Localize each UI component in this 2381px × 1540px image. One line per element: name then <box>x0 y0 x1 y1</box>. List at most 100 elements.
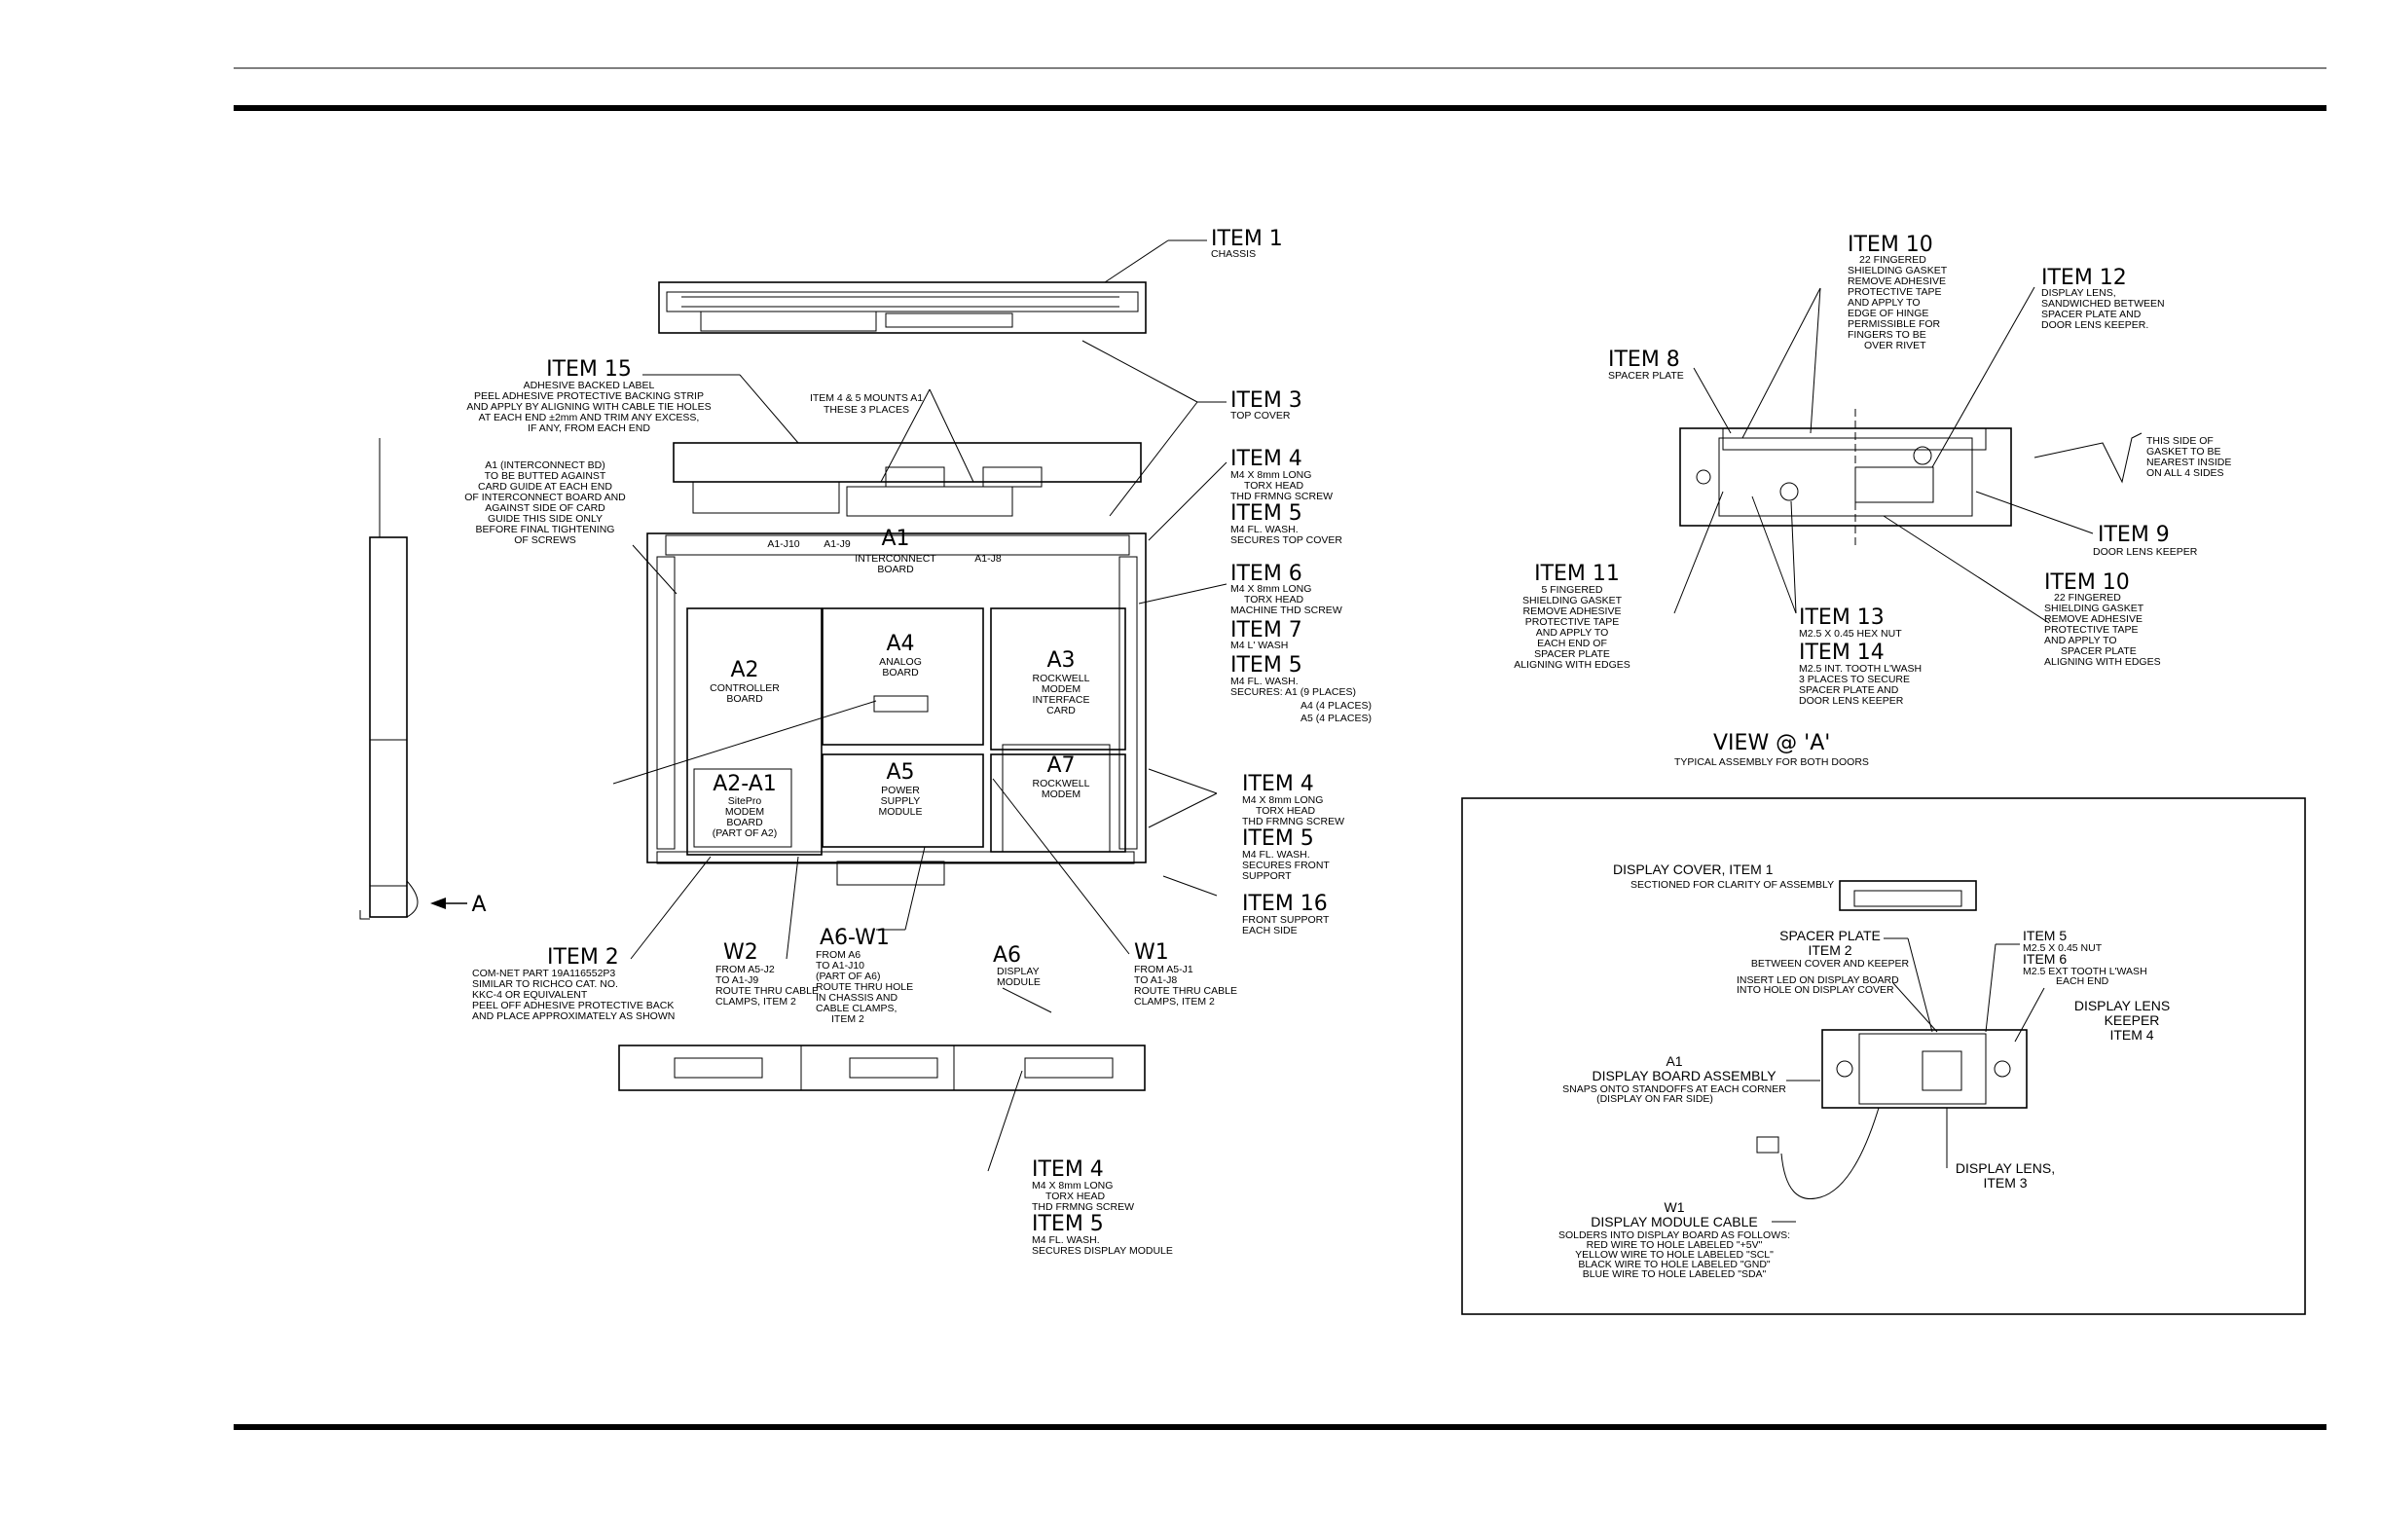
svg-text:BOARD: BOARD <box>726 817 763 828</box>
svg-text:SPACER PLATE AND: SPACER PLATE AND <box>2041 309 2142 320</box>
svg-text:IN CHASSIS AND: IN CHASSIS AND <box>816 992 897 1004</box>
svg-text:SECURES DISPLAY MODULE: SECURES DISPLAY MODULE <box>1032 1245 1173 1257</box>
svg-text:M4 X 8mm LONG: M4 X 8mm LONG <box>1032 1180 1113 1192</box>
svg-text:A7: A7 <box>1046 753 1075 778</box>
svg-text:CARD: CARD <box>1046 705 1076 716</box>
svg-text:TO A1-J9: TO A1-J9 <box>715 974 758 986</box>
inset-label-item5-6: ITEM 5 M2.5 X 0.45 NUT ITEM 6 M2.5 EXT T… <box>2023 928 2147 987</box>
svg-text:THD FRMNG SCREW: THD FRMNG SCREW <box>1242 816 1344 827</box>
side-view <box>359 438 467 920</box>
svg-text:ITEM 7: ITEM 7 <box>1230 618 1302 642</box>
label-item6-7-5: ITEM 6 M4 X 8mm LONG TORX HEAD MACHINE T… <box>1230 562 1372 724</box>
svg-text:ITEM 12: ITEM 12 <box>2041 266 2127 290</box>
svg-text:(PART OF A6): (PART OF A6) <box>816 971 881 982</box>
svg-text:SIMILAR TO RICHCO CAT. NO.: SIMILAR TO RICHCO CAT. NO. <box>472 978 618 990</box>
svg-text:ITEM 4: ITEM 4 <box>1032 1157 1104 1182</box>
svg-text:ITEM 2: ITEM 2 <box>1808 942 1851 958</box>
svg-text:M4 FL. WASH.: M4 FL. WASH. <box>1230 676 1299 687</box>
inset-leader-lines <box>1772 937 2045 1223</box>
svg-text:KEEPER: KEEPER <box>2105 1012 2160 1028</box>
svg-text:INSERT LED ON DISPLAY BOARD: INSERT LED ON DISPLAY BOARD <box>1737 974 1899 986</box>
svg-text:TYPICAL ASSEMBLY FOR BOTH DOOR: TYPICAL ASSEMBLY FOR BOTH DOORS <box>1674 756 1869 768</box>
svg-text:DISPLAY COVER, ITEM 1: DISPLAY COVER, ITEM 1 <box>1613 862 1774 877</box>
label-item3: ITEM 3 TOP COVER <box>1230 388 1302 422</box>
svg-text:RED WIRE TO HOLE LABELED "+5V": RED WIRE TO HOLE LABELED "+5V" <box>1587 1239 1763 1251</box>
inset-label-cover: DISPLAY COVER, ITEM 1 SECTIONED FOR CLAR… <box>1613 862 1834 891</box>
svg-text:THIS SIDE OF: THIS SIDE OF <box>2146 435 2214 447</box>
svg-text:ITEM 2: ITEM 2 <box>831 1013 864 1025</box>
svg-text:PROTECTIVE TAPE: PROTECTIVE TAPE <box>1525 616 1619 628</box>
svg-text:A1: A1 <box>881 527 909 551</box>
label-item4a: ITEM 4 M4 X 8mm LONG TORX HEAD THD FRMNG… <box>1230 447 1342 546</box>
svg-text:ITEM 11: ITEM 11 <box>1534 562 1620 586</box>
svg-text:SUPPLY: SUPPLY <box>881 795 921 807</box>
svg-text:MODULE: MODULE <box>879 806 923 818</box>
svg-text:A5: A5 <box>886 760 914 785</box>
svg-text:ITEM 10: ITEM 10 <box>2044 570 2130 595</box>
view-a-title: VIEW @ 'A' TYPICAL ASSEMBLY FOR BOTH DOO… <box>1674 731 1869 768</box>
svg-text:SECURES FRONT: SECURES FRONT <box>1242 860 1330 871</box>
svg-text:SECURES TOP COVER: SECURES TOP COVER <box>1230 534 1342 546</box>
svg-text:BOARD: BOARD <box>877 564 914 575</box>
label-item4b-5c: ITEM 4 M4 X 8mm LONG TORX HEAD THD FRMNG… <box>1242 772 1344 882</box>
svg-text:SitePro: SitePro <box>728 795 762 807</box>
svg-text:BOARD: BOARD <box>882 667 919 678</box>
svg-text:INTERCONNECT: INTERCONNECT <box>855 553 936 565</box>
svg-text:CONTROLLER: CONTROLLER <box>710 682 780 694</box>
svg-text:CLAMPS, ITEM 2: CLAMPS, ITEM 2 <box>1134 996 1215 1008</box>
svg-text:BEFORE FINAL TIGHTENING: BEFORE FINAL TIGHTENING <box>476 524 615 535</box>
inset-drawing <box>1756 880 2028 1199</box>
svg-text:SECTIONED FOR CLARITY OF ASSEM: SECTIONED FOR CLARITY OF ASSEMBLY <box>1630 879 1834 891</box>
svg-text:SPACER PLATE: SPACER PLATE <box>1608 370 1684 382</box>
svg-text:SPACER PLATE: SPACER PLATE <box>1534 648 1610 660</box>
svg-text:THD FRMNG SCREW: THD FRMNG SCREW <box>1230 491 1333 502</box>
label-side-note: THIS SIDE OF GASKET TO BE NEAREST INSIDE… <box>2146 435 2231 479</box>
label-item11: ITEM 11 5 FINGERED SHIELDING GASKET REMO… <box>1514 562 1630 671</box>
svg-text:ITEM 3: ITEM 3 <box>1230 388 1302 413</box>
svg-text:M4 X 8mm LONG: M4 X 8mm LONG <box>1230 583 1311 595</box>
board-labels: A1 INTERCONNECT BOARD A1-J10 A1-J9 A1-J8… <box>471 527 1089 917</box>
svg-text:REMOVE ADHESIVE: REMOVE ADHESIVE <box>1848 275 1946 287</box>
svg-text:A: A <box>471 893 486 917</box>
svg-text:AND APPLY TO: AND APPLY TO <box>1536 627 1609 639</box>
inset-label-keeper: DISPLAY LENS KEEPER ITEM 4 <box>2074 998 2170 1043</box>
svg-text:SHIELDING GASKET: SHIELDING GASKET <box>1522 595 1623 606</box>
label-item13-14: ITEM 13 M2.5 X 0.45 HEX NUT ITEM 14 M2.5… <box>1799 605 1922 707</box>
svg-text:THD FRMNG SCREW: THD FRMNG SCREW <box>1032 1201 1134 1213</box>
svg-text:BETWEEN COVER AND KEEPER: BETWEEN COVER AND KEEPER <box>1751 958 1910 970</box>
svg-text:DOOR LENS KEEPER: DOOR LENS KEEPER <box>2093 546 2198 558</box>
inset-label-lens: DISPLAY LENS, ITEM 3 <box>1956 1160 2055 1191</box>
label-w2: W2 FROM A5-J2 TO A1-J9 ROUTE THRU CABLE … <box>715 940 819 1008</box>
svg-text:NEAREST INSIDE: NEAREST INSIDE <box>2146 457 2231 468</box>
svg-text:AGAINST SIDE OF CARD: AGAINST SIDE OF CARD <box>485 502 605 514</box>
svg-text:M4 FL. WASH.: M4 FL. WASH. <box>1230 524 1299 535</box>
svg-text:SPACER PLATE: SPACER PLATE <box>1779 928 1881 943</box>
svg-text:CLAMPS, ITEM 2: CLAMPS, ITEM 2 <box>715 996 796 1008</box>
svg-text:PERMISSIBLE FOR: PERMISSIBLE FOR <box>1848 318 1941 330</box>
svg-text:ALIGNING WITH EDGES: ALIGNING WITH EDGES <box>1514 659 1630 671</box>
svg-text:OVER RIVET: OVER RIVET <box>1864 340 1926 351</box>
svg-text:EDGE OF HINGE: EDGE OF HINGE <box>1848 308 1928 319</box>
svg-text:A4: A4 <box>886 632 914 656</box>
svg-text:BOARD: BOARD <box>726 693 763 705</box>
svg-text:DOOR LENS KEEPER.: DOOR LENS KEEPER. <box>2041 319 2148 331</box>
svg-text:AND APPLY TO: AND APPLY TO <box>1848 297 1921 309</box>
svg-text:SANDWICHED BETWEEN: SANDWICHED BETWEEN <box>2041 298 2165 310</box>
inset-label-led: INSERT LED ON DISPLAY BOARD INTO HOLE ON… <box>1737 974 1899 996</box>
svg-text:BLUE WIRE TO HOLE LABELED "SD: BLUE WIRE TO HOLE LABELED "SDA" <box>1583 1268 1767 1280</box>
svg-text:ITEM 8: ITEM 8 <box>1608 348 1680 372</box>
label-item10a: ITEM 10 22 FINGERED SHIELDING GASKET REM… <box>1848 233 1948 351</box>
svg-text:ITEM 1: ITEM 1 <box>1211 227 1283 251</box>
svg-text:ITEM 5: ITEM 5 <box>1230 653 1302 678</box>
svg-text:IF ANY, FROM EACH END: IF ANY, FROM EACH END <box>528 422 650 434</box>
view-a-drawing <box>1679 409 2143 545</box>
svg-text:INTO HOLE ON DISPLAY COVER: INTO HOLE ON DISPLAY COVER <box>1737 984 1894 996</box>
svg-text:TORX HEAD: TORX HEAD <box>1244 480 1303 492</box>
svg-text:MODEM: MODEM <box>725 806 764 818</box>
svg-text:REMOVE ADHESIVE: REMOVE ADHESIVE <box>1523 605 1622 617</box>
svg-text:ITEM 6: ITEM 6 <box>1230 562 1302 586</box>
svg-text:GASKET TO BE: GASKET TO BE <box>2146 446 2220 458</box>
svg-text:A6-W1: A6-W1 <box>820 926 890 950</box>
interconnect-top-cover <box>673 442 1142 517</box>
svg-text:SECURES: A1 (9 PLACES): SECURES: A1 (9 PLACES) <box>1230 686 1356 698</box>
